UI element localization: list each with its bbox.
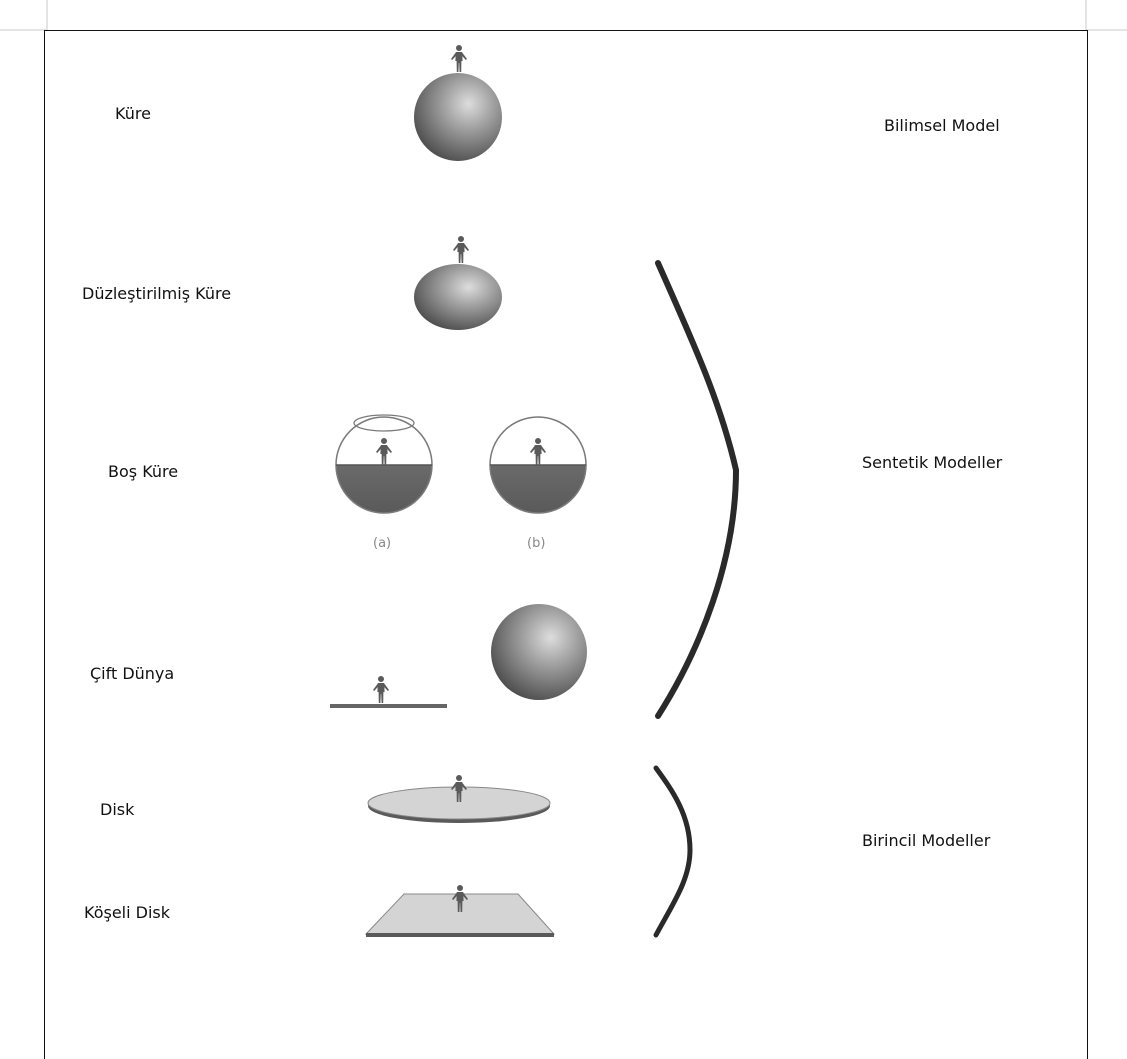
hollow-sphere-a [335,414,433,514]
flattened-sphere-model [414,236,502,330]
rectangular-disk-model [364,885,556,937]
sphere-model [414,45,502,161]
label-bos-kure: Boş Küre [108,462,179,481]
label-kure: Küre [115,104,151,123]
diagram-frame [44,30,1088,1059]
initial-models-brace [653,765,693,938]
caption-a: (a) [373,536,392,551]
hollow-sphere-b [489,416,587,514]
dual-earth-model [330,604,587,708]
caption-b: (b) [527,536,546,551]
group-label-bilimsel: Bilimsel Model [884,116,1000,135]
label-cift-dunya: Çift Dünya [90,664,175,683]
page-corner-marks [0,0,1127,31]
label-duzlestirilmis-kure: Düzleştirilmiş Küre [82,284,232,303]
group-label-sentetik: Sentetik Modeller [862,453,1003,472]
label-disk: Disk [100,800,135,819]
disk-model [367,775,551,823]
synthetic-models-brace [655,260,740,719]
label-koseli-disk: Köşeli Disk [84,903,171,922]
group-label-birincil: Birincil Modeller [862,831,991,850]
